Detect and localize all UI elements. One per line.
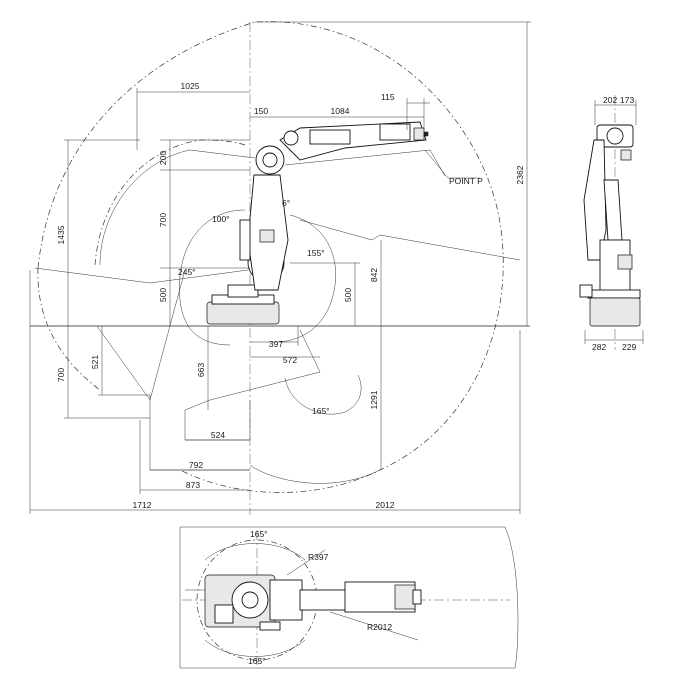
radius-2012: R2012 xyxy=(367,622,392,632)
point-p-label: POINT P xyxy=(449,176,483,186)
dim-202: 202 xyxy=(603,95,617,105)
work-envelope-outer xyxy=(37,21,504,493)
angle-245: 245° xyxy=(178,267,196,277)
dim-500-left: 500 xyxy=(158,288,168,302)
dim-115: 115 xyxy=(381,92,395,102)
bottom-arc-165 xyxy=(204,639,306,657)
top-view: 165° 165° R397 R2012 xyxy=(179,526,519,669)
dim-792: 792 xyxy=(189,460,203,470)
reach-line-c xyxy=(184,329,321,411)
dim-2012: 2012 xyxy=(376,500,395,510)
angle-165-side: 165° xyxy=(312,406,330,416)
dim-229: 229 xyxy=(622,342,636,352)
dim-1435: 1435 xyxy=(56,225,66,244)
reach-line-a xyxy=(34,267,249,284)
dim-282: 282 xyxy=(592,342,606,352)
dim-524: 524 xyxy=(211,430,225,440)
lower-arc-b xyxy=(249,464,381,484)
reach-line-b xyxy=(96,269,186,401)
dim-200: 200 xyxy=(158,151,168,165)
reach-line-e xyxy=(284,149,446,177)
dim-873: 873 xyxy=(186,480,200,490)
dim-2362: 2362 xyxy=(515,165,525,184)
top-arc-165 xyxy=(204,543,306,561)
top-view-envelope xyxy=(504,526,519,669)
dim-842: 842 xyxy=(369,268,379,282)
side-view: POINT P 1025 150 1084 115 200 700 500 14… xyxy=(29,21,531,515)
robot-top-body xyxy=(204,574,422,631)
dim-663: 663 xyxy=(196,363,206,377)
dim-521: 521 xyxy=(90,355,100,369)
dim-150: 150 xyxy=(254,106,268,116)
dim-1712: 1712 xyxy=(133,500,152,510)
angle-155: 155° xyxy=(307,248,325,258)
lower-block xyxy=(149,395,250,471)
reach-line-d xyxy=(299,219,521,261)
front-view: 202 173 282 229 xyxy=(579,95,644,352)
radius-397: R397 xyxy=(308,552,329,562)
dim-700-lower: 700 xyxy=(56,368,66,382)
dim-572: 572 xyxy=(283,355,297,365)
dim-1291: 1291 xyxy=(369,390,379,409)
inner-envelope-right xyxy=(279,214,336,343)
dim-173: 173 xyxy=(620,95,634,105)
work-envelope-inner xyxy=(94,139,246,266)
dim-500-right: 500 xyxy=(343,288,353,302)
inner-envelope-lower xyxy=(179,209,246,346)
upper-envelope-arc xyxy=(99,149,256,266)
dim-1084: 1084 xyxy=(331,106,350,116)
dim-1025: 1025 xyxy=(181,81,200,91)
angle-165-bottom: 165° xyxy=(248,656,266,666)
point-p-leader xyxy=(424,149,449,179)
dim-397: 397 xyxy=(269,339,283,349)
dim-700: 700 xyxy=(158,213,168,227)
robot-side-body xyxy=(206,121,429,325)
work-envelope-left xyxy=(37,267,101,391)
angle-165-top: 165° xyxy=(250,529,268,539)
angle-100: 100° xyxy=(212,214,230,224)
robot-front-body xyxy=(579,124,641,327)
angle-6: 6° xyxy=(282,198,290,208)
top-view-frame xyxy=(179,526,515,669)
